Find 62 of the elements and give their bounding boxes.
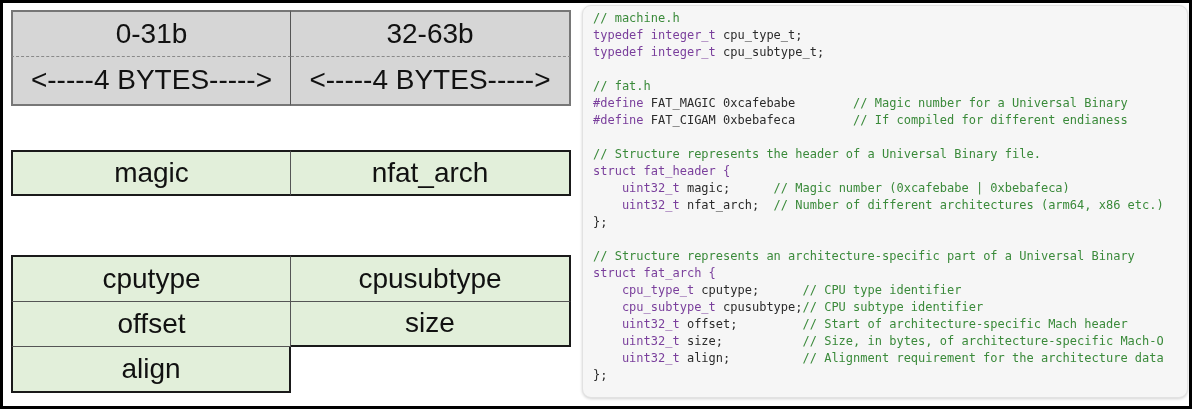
- field-name: magic: [114, 156, 189, 190]
- code-text: };: [593, 367, 608, 384]
- code-comment: // Alignment requirement for the architecture data: [802, 350, 1164, 367]
- bit-range-label: 32-63b: [386, 17, 474, 51]
- code-keyword: uint32_t: [621, 350, 680, 367]
- code-text: align;: [686, 350, 731, 367]
- code-keyword: struct fat_header {: [593, 163, 731, 180]
- code-keyword: uint32_t: [621, 333, 680, 350]
- code-keyword: cpu_type_t: [621, 282, 695, 299]
- byte-width-cell: [291, 57, 571, 106]
- code-comment: // Size, in bytes, of architecture-specific Mach-O: [802, 333, 1164, 350]
- code-text: offset;: [686, 316, 738, 333]
- code-comment: // Structure represents the header of a Universal Binary file.: [593, 146, 1041, 163]
- code-keyword: uint32_t: [621, 180, 680, 197]
- field-name: size: [405, 307, 455, 340]
- code-text: };: [593, 214, 608, 231]
- code-comment: // Number of different architectures (arm64, x86 etc.): [773, 197, 1164, 214]
- code-keyword: struct fat_arch {: [593, 265, 716, 282]
- code-keyword: uint32_t: [621, 316, 680, 333]
- field-cell: [11, 347, 291, 393]
- code-keyword: uint32_t: [621, 197, 680, 214]
- field-name: offset: [117, 307, 186, 341]
- code-comment: // machine.h: [593, 10, 680, 27]
- code-keyword: #define: [593, 112, 644, 129]
- code-text: FAT_MAGIC 0xcafebabe: [650, 95, 796, 112]
- byte-width-cell: [11, 57, 291, 106]
- field-name: align: [121, 352, 181, 386]
- field-cell: [11, 150, 291, 196]
- field-cell: [11, 255, 291, 302]
- bit-range-label: 0-31b: [115, 17, 188, 51]
- code-text: cputype;: [701, 282, 760, 299]
- code-text: nfat_arch;: [686, 197, 760, 214]
- field-cell: [291, 255, 571, 302]
- code-text: size;: [686, 333, 724, 350]
- field-cell: [291, 302, 571, 347]
- field-cell: [11, 302, 291, 347]
- byte-width-label: <-----4 BYTES----->: [30, 64, 273, 97]
- code-comment: // Start of architecture-specific Mach header: [802, 316, 1128, 333]
- code-keyword: #define: [593, 95, 644, 112]
- code-text: cpu_subtype_t;: [723, 44, 825, 61]
- code-keyword: cpu_subtype_t: [621, 299, 716, 316]
- code-text: magic;: [686, 180, 731, 197]
- code-keyword: typedef integer_t: [593, 44, 716, 61]
- code-text: cpusubtype;: [723, 299, 803, 316]
- bit-range-cell: [11, 10, 291, 57]
- code-text: cpu_type_t;: [723, 27, 803, 44]
- bit-range-cell: [291, 10, 571, 57]
- code-comment: // Structure represents an architecture-specific part of a Universal Binary: [593, 248, 1135, 265]
- field-name: cpusubtype: [358, 262, 502, 296]
- code-text: FAT_CIGAM 0xbebafeca: [650, 112, 796, 129]
- code-comment: // If compiled for different endianess: [853, 112, 1128, 129]
- field-name: nfat_arch: [371, 156, 489, 190]
- code-comment: // Magic number (0xcafebabe | 0xbebafeca): [773, 180, 1070, 197]
- code-comment: // CPU type identifier: [802, 282, 962, 299]
- field-cell: [291, 150, 571, 196]
- code-panel: [582, 5, 1188, 398]
- code-comment: // fat.h: [593, 78, 651, 95]
- byte-width-label: <-----4 BYTES----->: [309, 64, 551, 97]
- code-keyword: typedef integer_t: [593, 27, 716, 44]
- code-comment: // CPU subtype identifier: [802, 299, 984, 316]
- field-name: cputype: [102, 262, 201, 296]
- code-comment: // Magic number for a Universal Binary: [853, 95, 1128, 112]
